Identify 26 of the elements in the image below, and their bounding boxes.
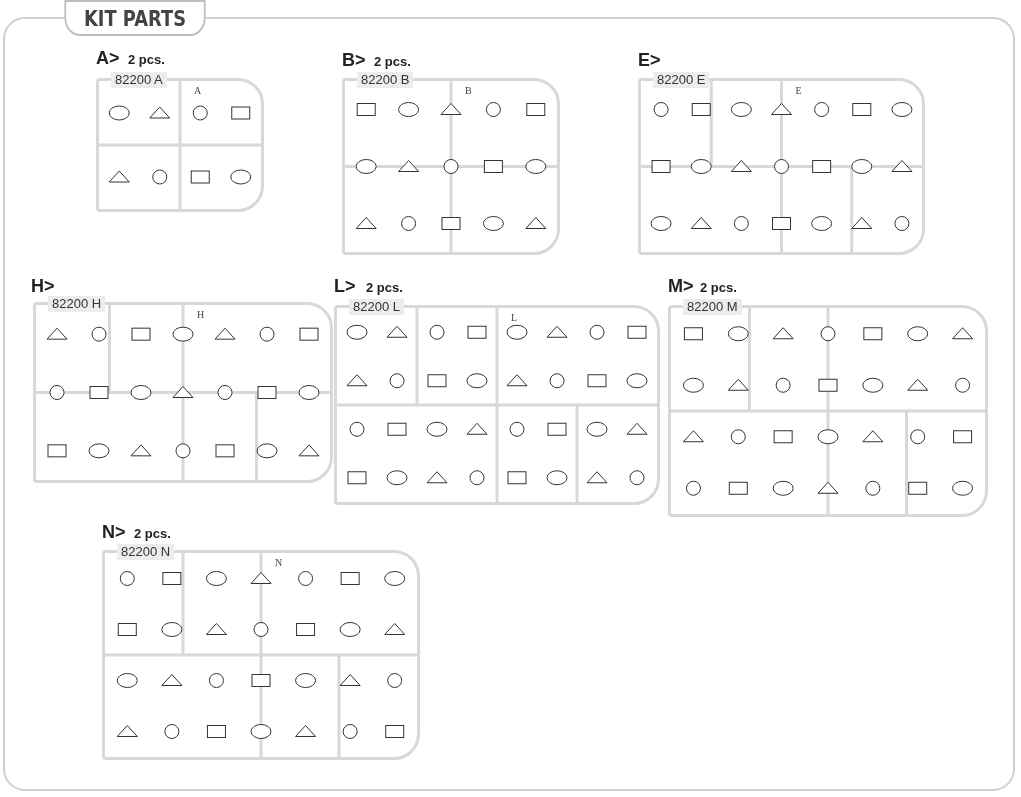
sprue-letter: B (463, 85, 474, 96)
part-number: 82200 B (357, 72, 414, 88)
quantity-text: 2 pcs. (134, 526, 171, 541)
sprue-letter: N> (102, 522, 126, 543)
part-number: 82200 A (111, 72, 167, 88)
quantity-text: 2 pcs. (700, 280, 737, 295)
part-number: 82200 E (653, 72, 710, 88)
sprue-letter: B> (342, 50, 366, 71)
quantity-text: 2 pcs. (366, 280, 403, 295)
sprue-letter: A (192, 85, 204, 96)
quantity-text: 2 pcs. (374, 54, 411, 69)
sprue-letter: H> (31, 276, 55, 297)
sprue-letter: A> (96, 48, 120, 69)
sprue-letter: H (195, 309, 207, 320)
sprue-letter: L> (334, 276, 356, 297)
sprue-letter: M> (668, 276, 694, 297)
part-number: 82200 M (683, 299, 742, 315)
part-number: 82200 L (349, 299, 404, 315)
part-number: 82200 H (48, 296, 106, 312)
section-title: KIT PARTS (64, 0, 206, 36)
sprue-letter: E (793, 85, 804, 96)
part-number: 82200 N (117, 544, 175, 560)
sprue-letter: N (273, 557, 285, 568)
quantity-text: 2 pcs. (128, 52, 165, 67)
sprue-letter: E> (638, 50, 661, 71)
sprue-letter: L (509, 312, 520, 323)
